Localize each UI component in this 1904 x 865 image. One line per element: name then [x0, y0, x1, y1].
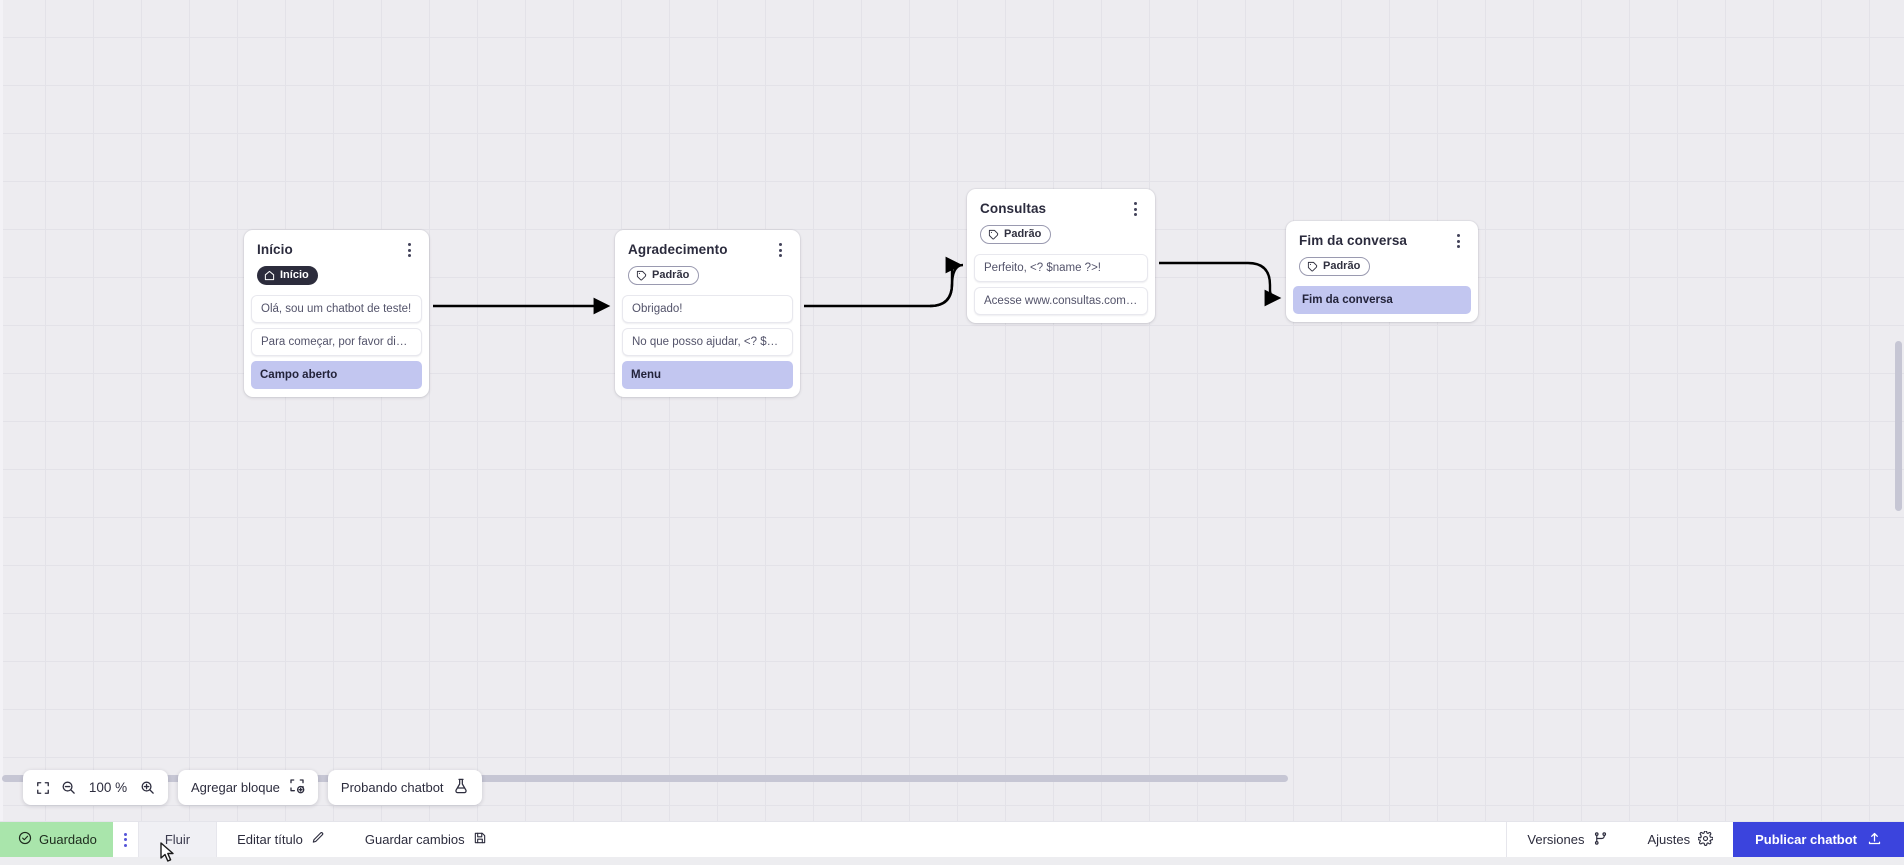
bottom-status-bar: Guardado Fluir Editar título Guardar cam…: [0, 821, 1904, 857]
fit-screen-icon[interactable]: [36, 781, 50, 795]
check-circle-icon: [18, 831, 32, 848]
node-badge-default[interactable]: Padrão: [980, 225, 1051, 244]
node-title: Agradecimento: [628, 242, 728, 258]
node-badge-row: Padrão: [974, 218, 1148, 251]
statusbar-right-group: Versiones Ajustes Publicar chatbot: [1506, 822, 1904, 857]
publish-chatbot-button[interactable]: Publicar chatbot: [1733, 822, 1904, 857]
node-action[interactable]: Campo aberto: [251, 361, 422, 389]
vertical-scrollbar[interactable]: [1895, 341, 1902, 511]
test-chatbot-group[interactable]: Probando chatbot: [328, 770, 482, 805]
canvas-toolbar: 100 % Agregar bloque Probando chatbot: [23, 770, 482, 805]
node-menu-button[interactable]: [1450, 232, 1466, 250]
home-icon: [264, 270, 275, 281]
zoom-level-label: 100 %: [87, 780, 129, 795]
zoom-controls: 100 %: [23, 770, 168, 805]
tag-icon: [1307, 261, 1318, 272]
upload-icon: [1867, 831, 1882, 849]
node-action[interactable]: Fim da conversa: [1293, 286, 1471, 314]
flow-node-fim-da-conversa[interactable]: Fim da conversa Padrão Fim da conversa: [1286, 221, 1478, 322]
node-header: Fim da conversa: [1293, 228, 1471, 250]
node-badge-row: Padrão: [622, 259, 793, 292]
publish-label: Publicar chatbot: [1755, 832, 1857, 847]
node-title: Início: [257, 242, 293, 258]
node-action[interactable]: Menu: [622, 361, 793, 389]
node-message[interactable]: Olá, sou um chatbot de teste!: [251, 295, 422, 323]
flow-node-inicio[interactable]: Início Início Olá, sou um chatbot de tes…: [244, 230, 429, 397]
node-badge-label: Padrão: [1323, 261, 1360, 272]
add-block-icon: [289, 778, 305, 797]
add-block-button[interactable]: Agregar bloque: [191, 778, 305, 797]
node-badge-default[interactable]: Padrão: [1299, 257, 1370, 276]
mouse-cursor: [160, 842, 177, 865]
node-badge-start[interactable]: Início: [257, 266, 318, 285]
gear-icon: [1698, 831, 1713, 849]
save-changes-label: Guardar cambios: [365, 832, 465, 847]
settings-label: Ajustes: [1648, 832, 1691, 847]
zoom-in-icon[interactable]: [140, 780, 155, 795]
branch-icon: [1593, 831, 1608, 849]
node-message[interactable]: Obrigado!: [622, 295, 793, 323]
edge-agradecimento-consultas-path: [804, 265, 963, 306]
flask-icon: [453, 778, 469, 797]
node-badge-label: Padrão: [652, 270, 689, 281]
versions-button[interactable]: Versiones: [1507, 822, 1627, 857]
settings-button[interactable]: Ajustes: [1628, 822, 1734, 857]
node-menu-button[interactable]: [772, 241, 788, 259]
test-chatbot-button[interactable]: Probando chatbot: [341, 778, 469, 797]
test-chatbot-label: Probando chatbot: [341, 780, 444, 795]
node-body: Fim da conversa: [1293, 286, 1471, 314]
node-message[interactable]: Perfeito, <? $name ?>!: [974, 254, 1148, 282]
statusbar-menu-button[interactable]: [113, 822, 138, 857]
save-changes-button[interactable]: Guardar cambios: [345, 822, 507, 857]
edge-consultas-fim: [1159, 263, 1278, 298]
tab-flow[interactable]: Fluir: [138, 822, 217, 857]
node-body: Obrigado! No que posso ajudar, <? $name …: [622, 295, 793, 389]
edit-title-label: Editar título: [237, 832, 303, 847]
node-title: Fim da conversa: [1299, 233, 1407, 249]
add-block-group[interactable]: Agregar bloque: [178, 770, 318, 805]
node-badge-default[interactable]: Padrão: [628, 266, 699, 285]
tag-icon: [988, 229, 999, 240]
tag-icon: [636, 270, 647, 281]
flow-canvas[interactable]: Início Início Olá, sou um chatbot de tes…: [0, 0, 1904, 821]
node-header: Início: [251, 237, 422, 259]
pencil-icon: [311, 831, 325, 848]
save-disk-icon: [473, 831, 487, 848]
edit-title-button[interactable]: Editar título: [217, 822, 345, 857]
node-menu-button[interactable]: [1127, 200, 1143, 218]
node-badge-row: Início: [251, 259, 422, 292]
versions-label: Versiones: [1527, 832, 1584, 847]
node-message[interactable]: Para começar, por favor digite o ...: [251, 328, 422, 356]
node-body: Olá, sou um chatbot de teste! Para começ…: [251, 295, 422, 389]
node-message[interactable]: No que posso ajudar, <? $name ...: [622, 328, 793, 356]
add-block-label: Agregar bloque: [191, 780, 280, 795]
flow-node-consultas[interactable]: Consultas Padrão Perfeito, <? $name ?>! …: [967, 189, 1155, 323]
node-badge-label: Padrão: [1004, 229, 1041, 240]
saved-status-label: Guardado: [39, 832, 97, 847]
node-menu-button[interactable]: [401, 241, 417, 259]
saved-status-badge: Guardado: [0, 822, 113, 857]
zoom-out-icon[interactable]: [61, 780, 76, 795]
node-message[interactable]: Acesse www.consultas.com par...: [974, 287, 1148, 315]
node-title: Consultas: [980, 201, 1046, 217]
node-header: Agradecimento: [622, 237, 793, 259]
node-badge-row: Padrão: [1293, 250, 1471, 283]
node-badge-label: Início: [280, 270, 309, 281]
node-body: Perfeito, <? $name ?>! Acesse www.consul…: [974, 254, 1148, 315]
flow-connectors: [0, 0, 1904, 821]
flow-node-agradecimento[interactable]: Agradecimento Padrão Obrigado! No que po…: [615, 230, 800, 397]
node-header: Consultas: [974, 196, 1148, 218]
